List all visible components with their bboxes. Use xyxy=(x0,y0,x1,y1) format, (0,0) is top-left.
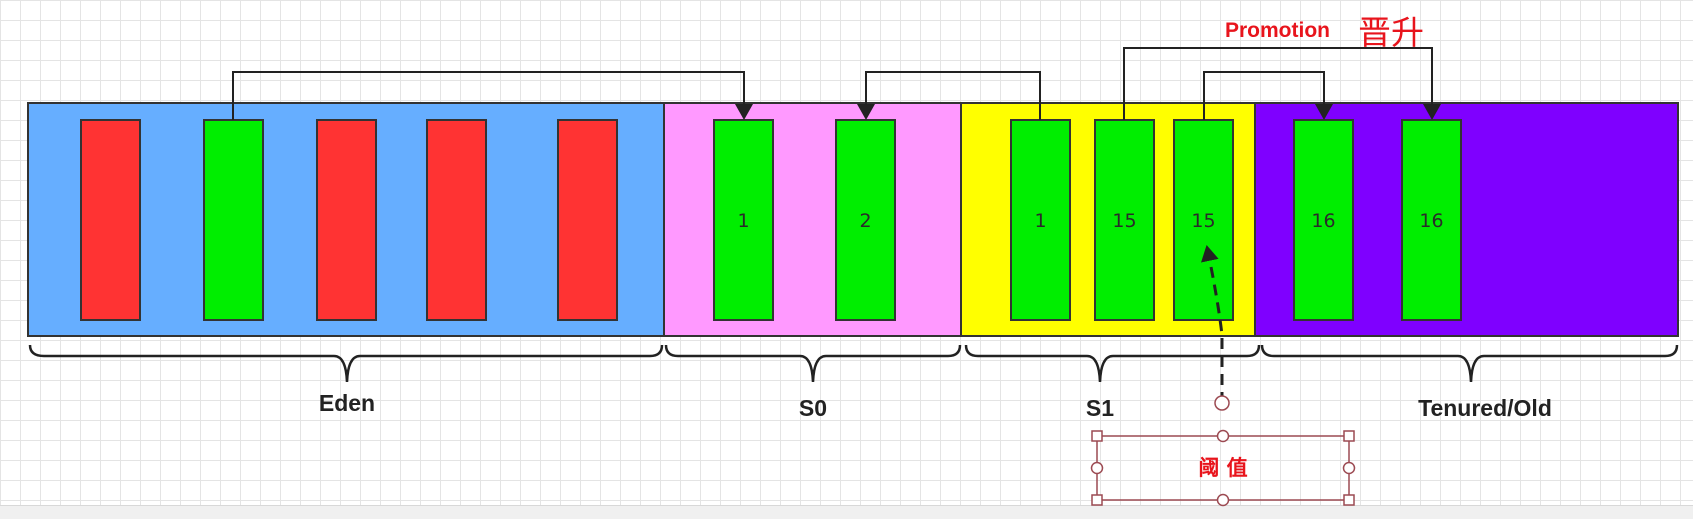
s0-object-2-age: 2 xyxy=(859,210,871,232)
s1-brace xyxy=(964,344,1261,383)
eden-garbage-object-4 xyxy=(557,119,618,321)
s0-brace xyxy=(664,344,962,383)
s1-label: S1 xyxy=(1086,395,1114,421)
promotion-arrow-1 xyxy=(1123,47,1441,120)
s1-live-object-3 xyxy=(1173,119,1234,321)
promotion-label-zh: 晋升 xyxy=(1358,13,1424,52)
resize-handle-top-left[interactable] xyxy=(1091,430,1103,442)
old-object-1 xyxy=(1293,119,1354,321)
old-object-2 xyxy=(1401,119,1462,321)
s0-region xyxy=(663,102,962,337)
old-object-2-age: 16 xyxy=(1419,210,1443,232)
s0-label: S0 xyxy=(799,395,827,421)
eden-to-s0-arrow xyxy=(232,71,753,120)
s0-object-1-age: 1 xyxy=(737,210,749,232)
eden-garbage-object-2 xyxy=(316,119,377,321)
threshold-connector xyxy=(1201,245,1224,403)
s1-to-s0-arrow xyxy=(857,71,1041,120)
eden-live-object xyxy=(203,119,264,321)
s1-object-3-age: 15 xyxy=(1191,210,1215,232)
eden-label: Eden xyxy=(319,390,375,416)
resize-handle-bottom-right[interactable] xyxy=(1343,494,1355,506)
eden-garbage-object-1 xyxy=(80,119,141,321)
tenured-old-label: Tenured/Old xyxy=(1418,395,1552,421)
old-brace xyxy=(1260,344,1679,383)
resize-handle-top[interactable] xyxy=(1216,429,1230,443)
old-object-1-age: 16 xyxy=(1311,210,1335,232)
resize-handle-right[interactable] xyxy=(1342,461,1356,475)
s1-object-2-age: 15 xyxy=(1112,210,1136,232)
promotion-label: Promotion xyxy=(1225,19,1330,42)
threshold-box[interactable]: 阈 值 xyxy=(1090,395,1356,507)
s0-live-object-2 xyxy=(835,119,896,321)
eden-brace xyxy=(28,344,664,383)
eden-garbage-object-3 xyxy=(426,119,487,321)
threshold-label: 阈 值 xyxy=(1198,456,1247,480)
s0-live-object-1 xyxy=(713,119,774,321)
resize-handle-bottom-left[interactable] xyxy=(1091,494,1103,506)
s1-live-object-1 xyxy=(1010,119,1071,321)
canvas-bottom-strip xyxy=(0,505,1693,519)
s1-live-object-2 xyxy=(1094,119,1155,321)
s1-object-1-age: 1 xyxy=(1034,210,1046,232)
resize-handle-bottom[interactable] xyxy=(1216,493,1230,507)
promotion-arrow-2 xyxy=(1203,71,1333,120)
rotation-handle[interactable] xyxy=(1214,395,1230,411)
resize-handle-top-right[interactable] xyxy=(1343,430,1355,442)
resize-handle-left[interactable] xyxy=(1090,461,1104,475)
